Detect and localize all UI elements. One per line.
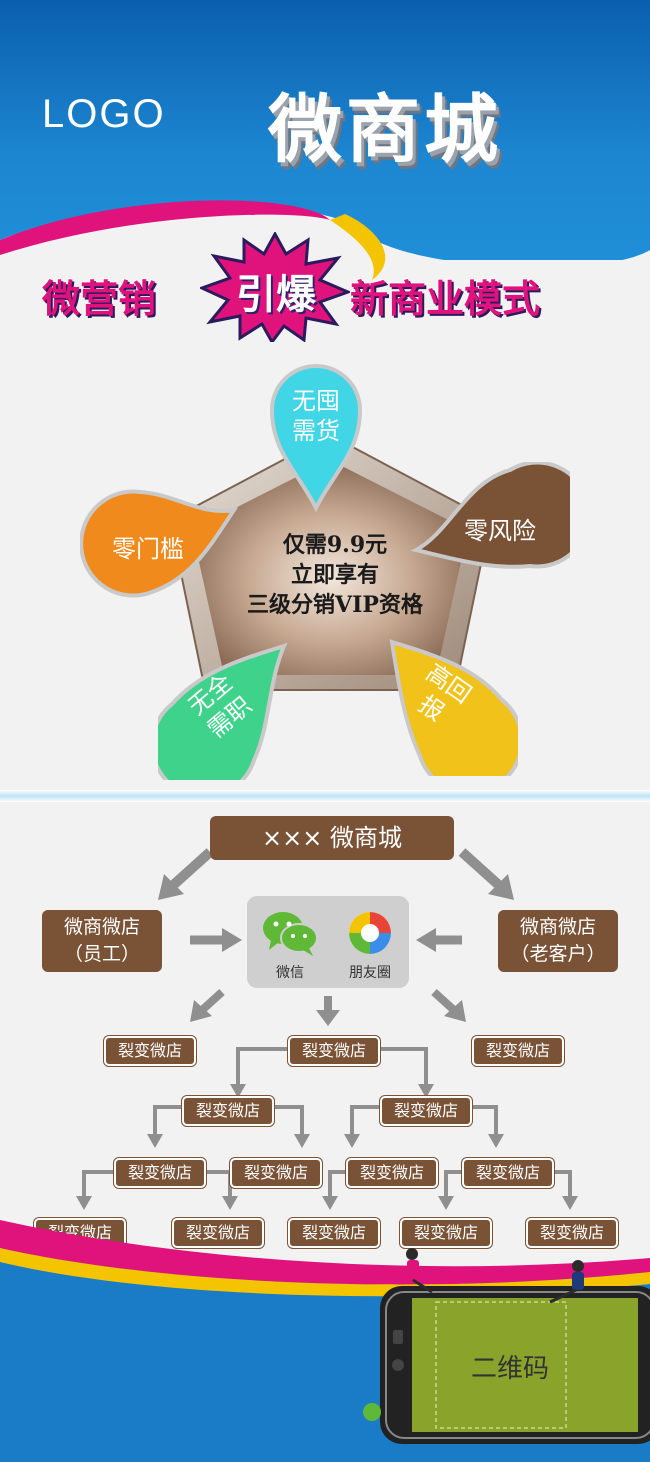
fission-store-tag: 裂变微店 bbox=[172, 1218, 264, 1248]
center-offer-text: 仅需9.9元 立即享有 三级分销VIP资格 bbox=[215, 530, 455, 620]
section-divider bbox=[0, 790, 650, 802]
petal-label-zero-threshold: 零门槛 bbox=[112, 535, 184, 563]
logo: LOGO bbox=[42, 92, 166, 136]
petal-no-fulltime bbox=[158, 642, 288, 780]
offer-line-1: 仅需9.9元 bbox=[282, 532, 388, 558]
employee-store-line-1: 微商微店 bbox=[63, 916, 140, 938]
wechat-label: 微信 bbox=[276, 965, 304, 981]
fission-store-tag: 裂变微店 bbox=[288, 1036, 380, 1066]
top-mall-box: ××× 微商城 bbox=[210, 816, 454, 860]
slogan-right: 新商业模式 bbox=[350, 277, 541, 321]
petal-zero-threshold bbox=[80, 489, 239, 598]
pentagon-graphic bbox=[168, 433, 492, 691]
fission-store-tag: 裂变微店 bbox=[526, 1218, 618, 1248]
qr-code-placeholder: 二维码 bbox=[470, 1354, 549, 1384]
petal-label-no-stock: 无囤需货 bbox=[292, 387, 340, 445]
petal-zero-risk bbox=[410, 462, 570, 569]
fission-store-tag: 裂变微店 bbox=[114, 1158, 206, 1188]
customer-store-box: 微商微店 （老客户） bbox=[498, 910, 618, 972]
fission-store-tag: 裂变微店 bbox=[230, 1158, 322, 1188]
offer-line-2: 立即享有 bbox=[290, 562, 379, 588]
petal-label-zero-risk: 零风险 bbox=[464, 517, 536, 545]
offer-line-3: 三级分销VIP资格 bbox=[247, 592, 423, 618]
fission-store-tag: 裂变微店 bbox=[462, 1158, 554, 1188]
petal-no-stock bbox=[269, 364, 363, 512]
employee-store-box: 微商微店 （员工） bbox=[42, 910, 162, 972]
wechat-icon bbox=[263, 912, 318, 956]
footer-graphic bbox=[0, 1220, 650, 1462]
moments-icon bbox=[349, 912, 391, 954]
fission-store-tag: 裂变微店 bbox=[472, 1036, 564, 1066]
slogan-burst: 引爆 bbox=[236, 272, 316, 318]
social-hub: 微信 朋友圈 bbox=[247, 896, 409, 988]
fission-store-tag: 裂变微店 bbox=[346, 1158, 438, 1188]
page-title: 微商城 bbox=[268, 87, 502, 173]
employee-store-line-2: （员工） bbox=[63, 943, 140, 965]
moments-label: 朋友圈 bbox=[349, 965, 391, 981]
customer-store-line-2: （老客户） bbox=[510, 943, 606, 965]
customer-store-line-1: 微商微店 bbox=[519, 916, 596, 938]
slogan-left: 微营销 bbox=[42, 277, 157, 321]
fission-store-tag: 裂变微店 bbox=[380, 1096, 472, 1126]
diagram-arrows bbox=[76, 848, 578, 1210]
petal-high-return bbox=[389, 639, 518, 776]
fission-store-tag: 裂变微店 bbox=[182, 1096, 274, 1126]
fission-store-tag: 裂变微店 bbox=[104, 1036, 196, 1066]
fission-store-tag: 裂变微店 bbox=[400, 1218, 492, 1248]
header-wave bbox=[0, 200, 650, 310]
fission-store-tag: 裂变微店 bbox=[288, 1218, 380, 1248]
burst-icon bbox=[200, 232, 350, 342]
